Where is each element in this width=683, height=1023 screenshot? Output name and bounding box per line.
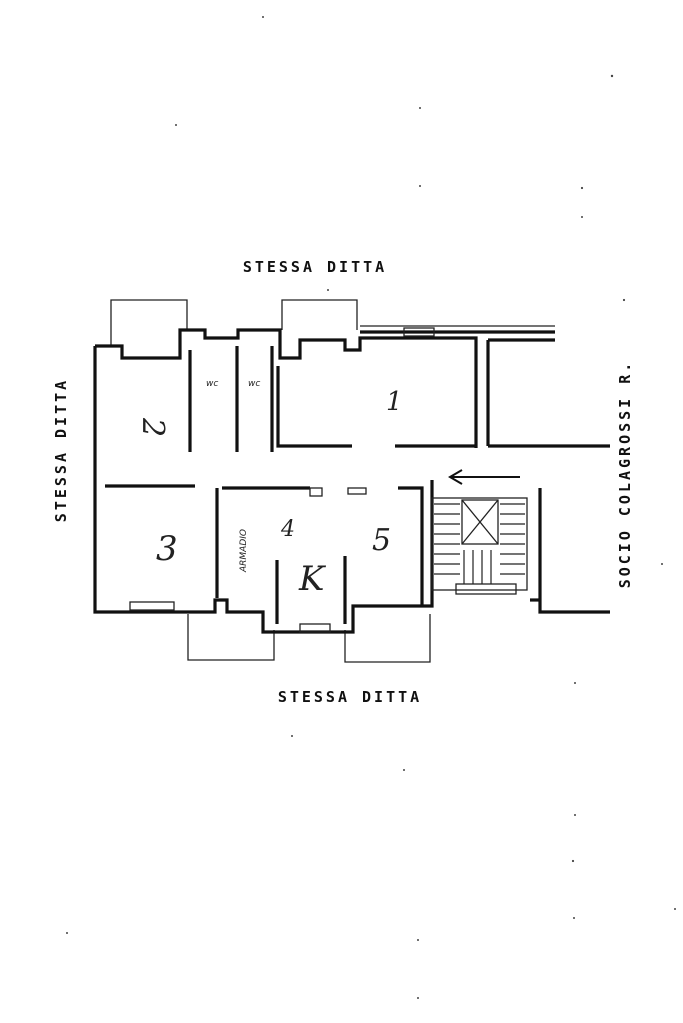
room-label-4: 4 (280, 517, 295, 542)
balconies (110, 299, 431, 663)
entrance-arrow (448, 469, 520, 485)
label-bottom-stessa-ditta: STESSA DITTA (278, 688, 422, 706)
door-mark-2 (347, 487, 367, 495)
wall-room5-east (398, 486, 424, 606)
balcony-top-center (281, 299, 358, 330)
room-label-closet: ARMADIO (239, 529, 249, 573)
stair-landing (455, 583, 517, 595)
room-label-1: 1 (386, 387, 403, 417)
room-label-5: 5 (372, 523, 391, 558)
scan-specks (66, 16, 676, 999)
balcony-top-left (110, 299, 188, 346)
room-label-2: 2 (135, 417, 170, 437)
room-label-3: 3 (156, 529, 178, 569)
staircase (431, 497, 528, 595)
openings (129, 327, 435, 633)
stair-well (431, 497, 528, 591)
label-left-stessa-ditta: STESSA DITTA (52, 378, 70, 522)
stair-steps (434, 503, 525, 584)
interior-walls (105, 346, 476, 624)
balcony-bottom-left (187, 614, 275, 661)
label-top-stessa-ditta: STESSA DITTA (243, 258, 387, 276)
wall-room1-west (276, 366, 352, 448)
room-label-wc-1: wc (206, 379, 218, 389)
window-kitchen (299, 623, 331, 633)
window-room1 (403, 327, 435, 337)
balcony-bottom-right (344, 614, 431, 663)
arrow-head-icon (448, 469, 463, 485)
wall-west-south (93, 346, 434, 634)
room-label-wc-2: wc (248, 379, 260, 389)
label-right-socio-colagrossi: SOCIO COLAGROSSI R. (616, 360, 634, 589)
window-room3 (129, 601, 175, 611)
wall-neighbor-lower (538, 488, 610, 614)
outer-walls (93, 325, 610, 634)
door-mark-1 (309, 487, 323, 497)
room-label-kitchen: K (298, 559, 327, 599)
elevator-shaft (461, 499, 499, 545)
wall-north (95, 328, 478, 448)
elevator-cross-2 (461, 499, 499, 545)
